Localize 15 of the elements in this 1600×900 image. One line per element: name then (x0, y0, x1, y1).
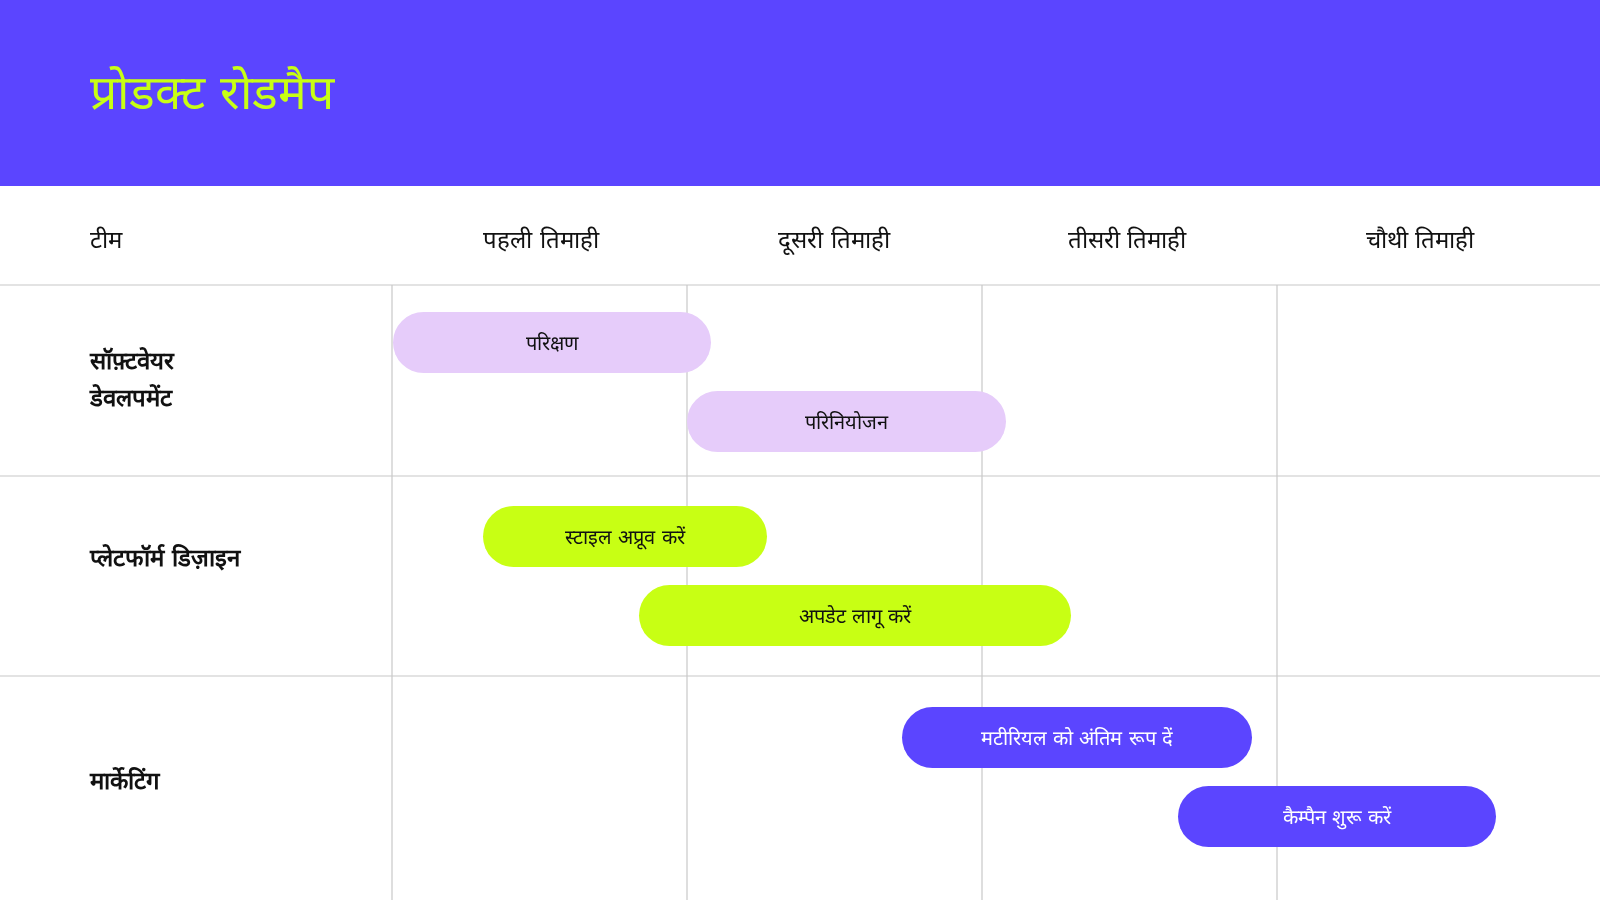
task-bar: मटीरियल को अंतिम रूप दें (902, 707, 1252, 768)
task-bar: परिक्षण (393, 312, 711, 373)
team-name: मार्केटिंग (90, 766, 162, 797)
task-bar: परिनियोजन (687, 391, 1006, 452)
column-header: चौथी तिमाही (1364, 225, 1476, 256)
column-header: टीम (90, 225, 124, 256)
task-bar: स्टाइल अप्रूव करें (483, 506, 767, 567)
column-header: दूसरी तिमाही (777, 225, 892, 257)
task-bar: कैम्पैन शुरू करें (1178, 786, 1496, 847)
team-name: सॉफ़्टवेयर डेवलपमेंट (90, 346, 176, 414)
task-bar: अपडेट लागू करें (639, 585, 1071, 646)
column-header: पहली तिमाही (482, 225, 601, 256)
title: प्रोडक्ट रोडमैप (90, 63, 335, 122)
column-header: तीसरी तिमाही (1066, 225, 1188, 256)
team-name: प्लेटफॉर्म डिज़ाइन (90, 543, 242, 574)
